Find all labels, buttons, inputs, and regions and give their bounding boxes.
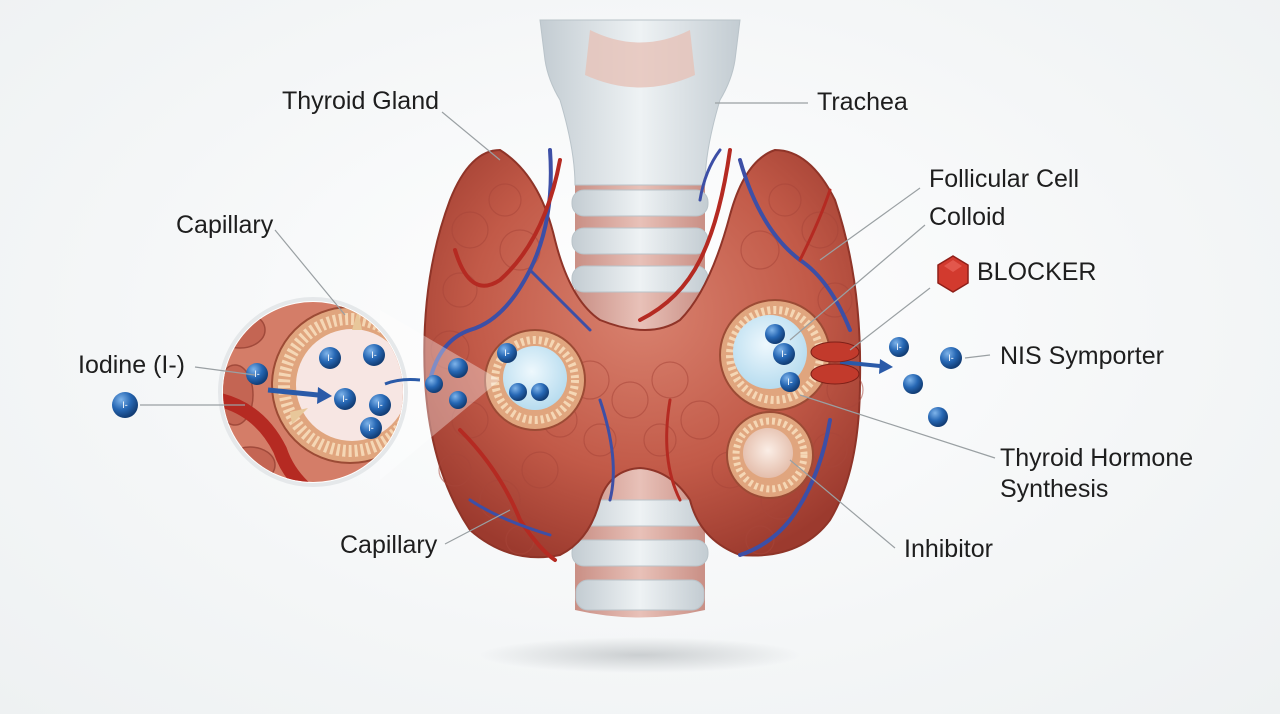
ion: I- [497,343,517,363]
ion [448,358,468,378]
follicle-right-lower [727,412,813,498]
label-trachea: Trachea [817,87,908,118]
svg-text:I-: I- [781,349,787,359]
svg-text:I-: I- [254,369,260,379]
ion: I- [112,392,138,418]
label-thyroid-gland: Thyroid Gland [282,86,439,117]
label-nis-symporter: NIS Symporter [1000,341,1164,372]
label-hormone-synthesis-1: Thyroid Hormone [1000,443,1193,474]
svg-text:I-: I- [377,400,383,410]
svg-text:I-: I- [787,377,793,387]
ion [765,324,785,344]
ion: I- [363,344,385,366]
label-blocker: BLOCKER [977,257,1096,288]
ion: I- [319,347,341,369]
label-inhibitor: Inhibitor [904,534,993,565]
floor-shadow [480,637,800,673]
ion: I- [369,394,391,416]
svg-text:I-: I- [371,350,377,360]
label-iodine: Iodine (I-) [78,350,185,381]
ion: I- [334,388,356,410]
ion: I- [780,372,800,392]
ion: I- [889,337,909,357]
ion [531,383,549,401]
ion [903,374,923,394]
svg-text:I-: I- [327,353,333,363]
ion: I- [940,347,962,369]
ion [449,391,467,409]
svg-text:I-: I- [504,348,510,358]
svg-text:I-: I- [342,394,348,404]
svg-text:I-: I- [948,353,954,363]
svg-text:I-: I- [368,423,374,433]
label-hormone-synthesis-2: Synthesis [1000,474,1108,505]
ion: I- [773,343,795,365]
label-colloid: Colloid [929,202,1005,233]
ion [928,407,948,427]
ion: I- [360,417,382,439]
label-capillary-upper: Capillary [176,210,273,241]
ion [425,375,443,393]
blocker-hexagon-icon [938,256,968,292]
svg-text:I-: I- [122,400,128,410]
svg-text:I-: I- [896,342,902,352]
ion [509,383,527,401]
label-follicular-cell: Follicular Cell [929,164,1079,195]
label-capillary-lower: Capillary [340,530,437,561]
